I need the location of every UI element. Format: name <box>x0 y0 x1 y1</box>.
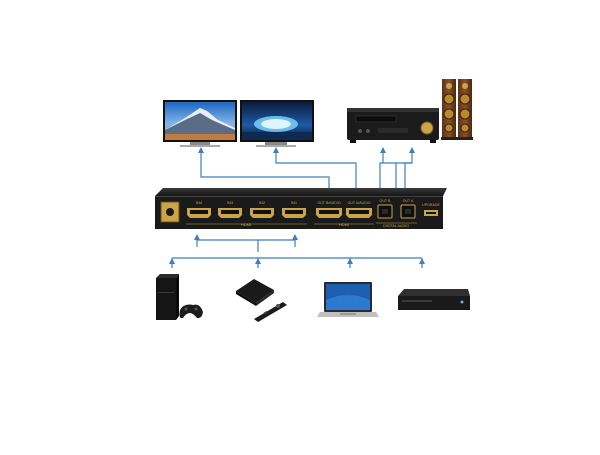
input-label-in4: IN4 <box>196 200 203 205</box>
upgrade-port: UPGRADE <box>422 203 440 216</box>
game-console-flat-icon <box>398 289 470 310</box>
audio-label-out-b: OUT B <box>380 199 392 203</box>
input-label-in3: IN3 <box>227 200 234 205</box>
hdmi-input-ports: IN4 IN3 IN2 IN1 HDMI <box>186 200 307 227</box>
audio-group-label: DIGITAL AUDIO <box>383 224 409 228</box>
audio-label-out-a: OUT A <box>403 199 414 203</box>
digital-audio-ports: OUT B OUT A DIGITAL AUDIO <box>376 199 417 228</box>
game-console-tower-icon <box>156 274 203 320</box>
hdmi-matrix-switch: IN4 IN3 IN2 IN1 HDMI OUT B/AUDIO OUT A/A… <box>155 188 447 229</box>
input-group-label: HDMI <box>241 222 251 227</box>
line-out-b-to-tv2 <box>275 150 357 206</box>
input-label-in2: IN2 <box>259 200 266 205</box>
output-group-label: HDMI <box>339 222 349 227</box>
line-audio-to-receiver <box>379 150 384 205</box>
tower-speaker-icon <box>441 79 473 140</box>
streaming-box-icon <box>236 279 287 322</box>
output-label-out-b: OUT B/AUDIO <box>317 201 341 205</box>
input-label-in1: IN1 <box>291 200 298 205</box>
output-label-out-a: OUT A/AUDIO <box>347 201 370 205</box>
av-receiver-icon <box>347 108 439 143</box>
connection-lines-sources <box>169 234 425 268</box>
tv-mountain-scene-icon <box>163 100 237 147</box>
connection-lines-displays <box>198 147 415 206</box>
hdmi-output-ports: OUT B/AUDIO OUT A/AUDIO HDMI <box>314 201 374 227</box>
tv-city-night-icon <box>240 100 314 147</box>
upgrade-label: UPGRADE <box>422 203 440 207</box>
laptop-icon <box>317 282 379 317</box>
